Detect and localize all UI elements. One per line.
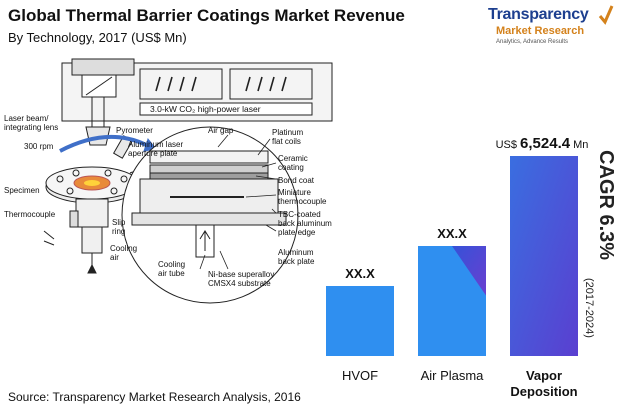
- category-label: Air Plasma: [421, 368, 485, 383]
- bar-vapor-deposition: [510, 156, 578, 356]
- label-aperture-2: aperture plate: [128, 149, 178, 158]
- label-cooling-air-2: air: [110, 253, 119, 262]
- category-label: Deposition: [510, 384, 577, 399]
- source-note: Source: Transparency Market Research Ana…: [8, 390, 301, 404]
- chart-title: Global Thermal Barrier Coatings Market R…: [8, 6, 405, 25]
- cagr-annotation: CAGR 6.3% (2017-2024): [583, 150, 617, 338]
- label-cooling-tube-2: air tube: [158, 269, 185, 278]
- label-specimen: Specimen: [4, 186, 40, 195]
- value-label: US$ 6,524.4 Mn: [496, 135, 589, 152]
- logo-sub: Market Research: [496, 25, 585, 37]
- label-laser-beam: Laser beam/: [4, 114, 49, 123]
- laser-panel-left: [139, 68, 223, 100]
- cagr-period: (2017-2024): [583, 278, 595, 338]
- label-platinum-2: flat coils: [272, 137, 301, 146]
- label-cooling-air-1: Cooling: [110, 244, 137, 253]
- label-slip-1: Slip: [112, 218, 126, 227]
- bar-fold-accent: [452, 246, 486, 296]
- label-ni-base-2: CMSX4 substrate: [208, 279, 271, 288]
- label-ni-base-1: Ni-base superalloy: [208, 270, 274, 279]
- label-integrating-lens: integrating lens: [4, 123, 58, 132]
- laser-panel-right: [229, 68, 313, 100]
- label-ceramic-2: coating: [278, 163, 304, 172]
- label-ceramic-1: Ceramic: [278, 154, 308, 163]
- label-cooling-tube-1: Cooling: [158, 260, 185, 269]
- chart-subtitle: By Technology, 2017 (US$ Mn): [8, 30, 187, 45]
- label-laser: 3.0-kW CO₂ high-power laser: [150, 104, 261, 114]
- category-label: Vapor: [526, 368, 562, 383]
- logo-name: Transparency: [488, 6, 589, 23]
- category-label: HVOF: [342, 368, 378, 383]
- label-air-gap: Air gap: [208, 126, 234, 135]
- label-tbc-1: TBC-coated: [278, 210, 321, 219]
- cagr-main: CAGR 6.3%: [595, 150, 617, 260]
- label-aluminum-back-1: Aluminum: [278, 248, 314, 257]
- label-aluminum-back-2: back plate: [278, 257, 315, 266]
- label-thermocouple: Thermocouple: [4, 210, 56, 219]
- value-label: XX.X: [345, 266, 375, 281]
- label-platinum-1: Platinum: [272, 128, 303, 137]
- label-tbc-3: plate edge: [278, 228, 316, 237]
- bar-hvof: [326, 286, 394, 356]
- value-label: XX.X: [437, 226, 467, 241]
- tbc-apparatus-illustration: 3.0-kW CO₂ high-power laser Laser beam/ …: [4, 58, 333, 304]
- checkmark-icon: [598, 5, 614, 25]
- label-aperture-1: Aluminum laser: [128, 140, 183, 149]
- label-bond-coat: Bond coat: [278, 176, 315, 185]
- label-slip-2: ring: [112, 227, 125, 236]
- brand-logo: Transparency Market Research Analytics, …: [488, 5, 616, 62]
- label-miniature-1: Miniature: [278, 188, 311, 197]
- laser-label-box: [139, 102, 313, 116]
- label-tbc-2: back aluminum: [278, 219, 332, 228]
- label-pyrometer: Pyrometer: [116, 126, 153, 135]
- label-rpm: 300 rpm: [24, 142, 54, 151]
- label-miniature-2: thermocouple: [278, 197, 327, 206]
- logo-tagline: Analytics, Advance Results: [496, 39, 569, 45]
